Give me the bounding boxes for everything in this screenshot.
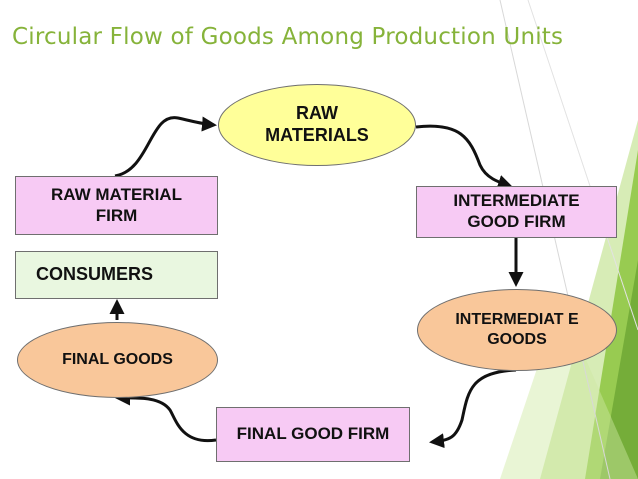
arrow-intermediate-goods-to-final-firm [429, 368, 517, 449]
arrow-final-firm-to-final-goods [115, 390, 217, 443]
decor-triangle-pale [500, 300, 638, 479]
consumers-node: CONSUMERS [15, 251, 218, 299]
consumers-label: CONSUMERS [36, 264, 154, 285]
decor-line-1 [499, 0, 611, 479]
decor-triangle-dark [600, 260, 638, 479]
final-goods-node: FINAL GOODS [17, 322, 218, 398]
raw-materials-node: RAW MATERIALS [218, 84, 416, 166]
intermediate-goods-node: INTERMEDIAT E GOODS [417, 289, 617, 371]
decor-line-2 [527, 0, 638, 331]
page-title: Circular Flow of Goods Among Production … [12, 24, 564, 50]
intermediate-good-firm-node: INTERMEDIATE GOOD FIRM [416, 186, 617, 238]
raw-material-firm-node: RAW MATERIAL FIRM [15, 176, 218, 235]
final-good-firm-label: FINAL GOOD FIRM [236, 424, 390, 444]
intermediate-goods-label: INTERMEDIAT E GOODS [455, 311, 579, 348]
raw-material-firm-label: RAW MATERIAL FIRM [51, 184, 182, 225]
raw-materials-label: RAW MATERIALS [265, 103, 369, 145]
final-good-firm-node: FINAL GOOD FIRM [216, 407, 410, 462]
arrow-raw-materials-to-intermediate-firm [415, 124, 513, 190]
arrow-firm-to-raw-materials [114, 116, 217, 178]
intermediate-good-firm-label: INTERMEDIATE GOOD FIRM [453, 191, 580, 231]
final-goods-label: FINAL GOODS [62, 351, 173, 369]
